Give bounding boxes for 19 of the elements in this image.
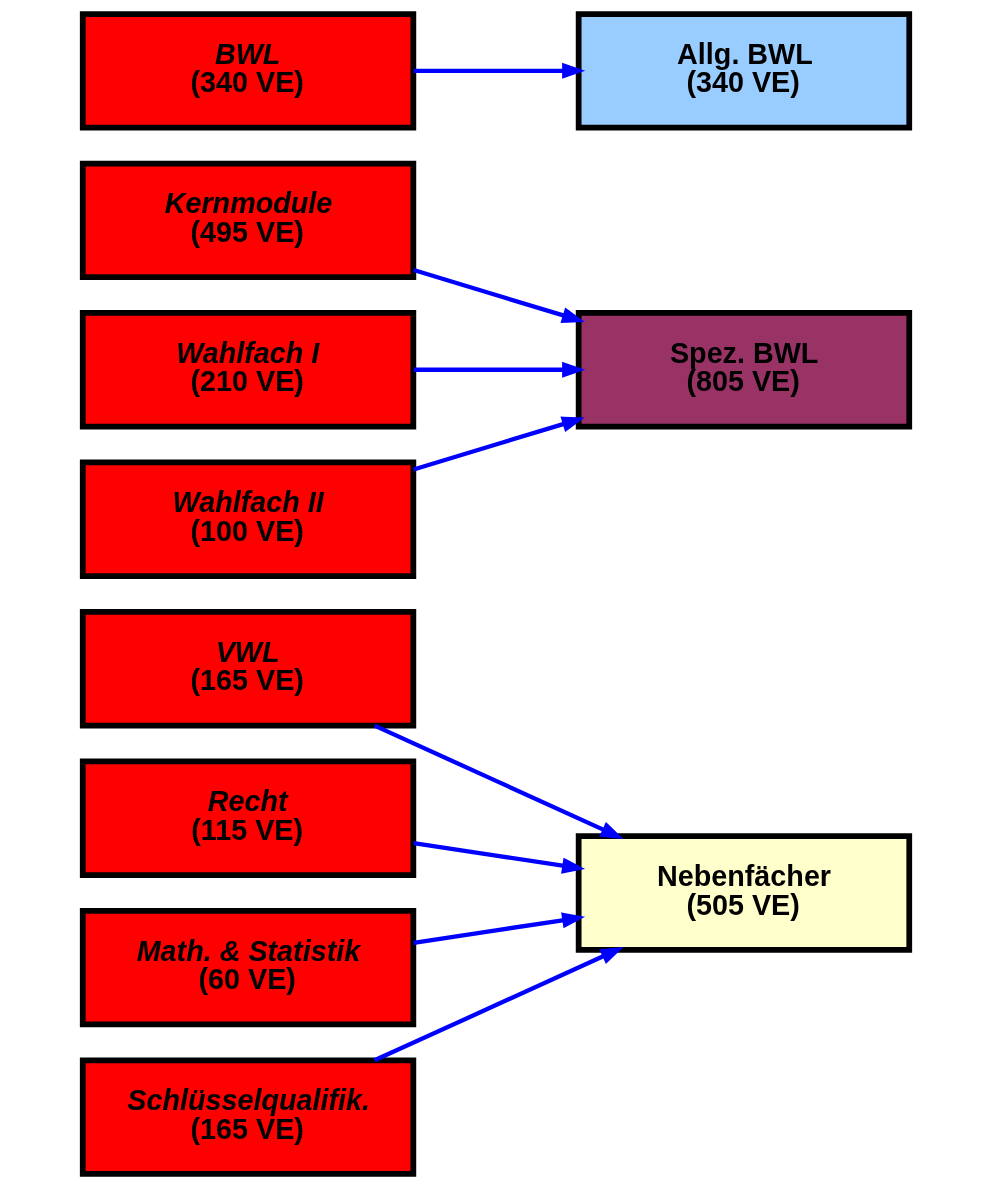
node-box: BWL (340 VE)	[79, 11, 417, 131]
arrow	[373, 947, 624, 1063]
arrow	[413, 416, 585, 472]
node-box: Kernmodule (495 VE)	[79, 160, 417, 280]
arrow	[413, 361, 586, 378]
node-box: Schlüsselqualifik. (165 VE)	[79, 1057, 417, 1177]
node-box: Wahlfach I (210 VE)	[79, 310, 417, 430]
node-box: Nebenfächer (505 VE)	[575, 833, 913, 953]
node-box: Wahlfach II (100 VE)	[79, 459, 417, 579]
arrow	[413, 268, 585, 323]
arrow	[413, 841, 586, 874]
node-box: Recht (115 VE)	[79, 758, 417, 878]
arrow	[413, 912, 586, 945]
node-box: Spez. BWL (805 VE)	[575, 310, 913, 430]
node-box: Math. & Statistik (60 VE)	[79, 908, 417, 1028]
node-box: Allg. BWL (340 VE)	[575, 11, 913, 131]
node-box: VWL (165 VE)	[79, 609, 417, 729]
arrow	[413, 62, 586, 79]
arrow	[373, 723, 624, 839]
